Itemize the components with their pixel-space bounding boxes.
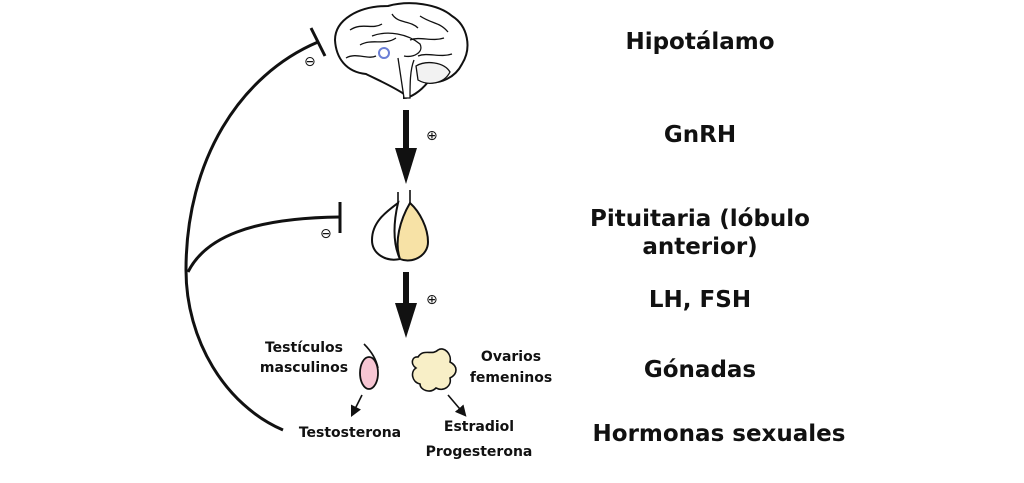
pituitary-gland-icon: [370, 190, 430, 262]
testes-label-line2: masculinos: [260, 360, 348, 376]
pituitary-label-line2: anterior): [642, 234, 757, 260]
hypothalamus-marker: [378, 47, 390, 59]
arrow-testis-to-testosterone: [350, 394, 363, 418]
pituitary-label-line1: Pituitaria (lóbulo: [590, 206, 810, 232]
testis-body: [359, 356, 379, 390]
testes-label-line1: Testículos: [265, 340, 343, 356]
lh-fsh-label: LH, FSH: [649, 287, 751, 313]
feedback-branch-to-pituitary: [186, 215, 341, 273]
ovaries-label-line1: Ovarios: [481, 349, 541, 365]
pituitary-stalk: [397, 190, 411, 203]
cerebellum: [415, 61, 451, 84]
brain-stem: [397, 57, 415, 99]
pituitary-posterior-lobe: [370, 200, 402, 261]
inhibition-sign-hypothalamus: ⊖: [304, 54, 316, 70]
estradiol-label: Estradiol: [444, 419, 514, 435]
stimulation-sign-gnrh: ⊕: [426, 128, 438, 144]
gonads-label: Gónadas: [644, 357, 756, 383]
pituitary-anterior-lobe: [396, 201, 430, 262]
stimulation-arrow-lh-fsh: [395, 272, 417, 338]
ovaries-label-line2: femeninos: [470, 370, 552, 386]
ovary-body: [411, 348, 457, 392]
testosterone-label: Testosterona: [299, 425, 401, 441]
ovary-icon: [411, 348, 457, 392]
stimulation-arrow-gnrh: [395, 110, 417, 184]
gnrh-label: GnRH: [664, 122, 736, 148]
inhibition-sign-pituitary: ⊖: [320, 226, 332, 242]
sex-hormones-label: Hormonas sexuales: [593, 421, 846, 447]
stimulation-sign-lh-fsh: ⊕: [426, 292, 438, 308]
testis-icon: [359, 343, 379, 390]
arrow-ovary-to-estradiol: [447, 394, 467, 417]
testis-duct: [363, 343, 379, 369]
progesterone-label: Progesterona: [426, 444, 533, 460]
hypothalamus-label: Hipotálamo: [625, 29, 774, 55]
hypothalamus-inhibition-bar: [309, 27, 327, 57]
brain-icon: [333, 2, 469, 100]
negative-feedback-lines: [184, 27, 342, 432]
feedback-curve-to-hypothalamus: [184, 40, 319, 432]
